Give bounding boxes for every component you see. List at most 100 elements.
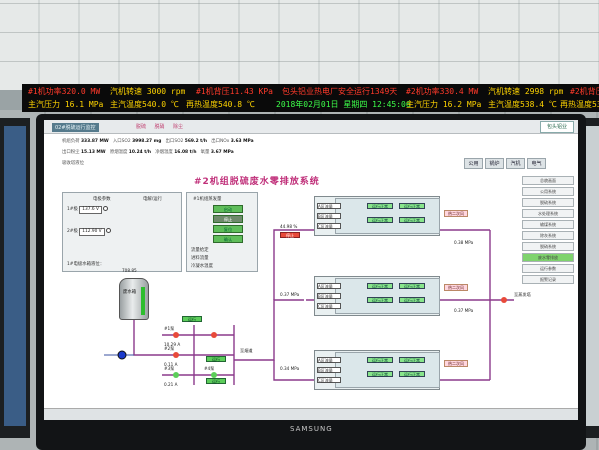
status-label: 出口SO2 xyxy=(165,139,184,144)
panel-footer: 1#电极水箱液位： xyxy=(67,262,105,267)
unit-run-button[interactable]: 运行正常 xyxy=(399,297,425,303)
ticker-unit2-steam-temp: 主汽温度538.4 ℃ xyxy=(488,100,557,109)
hot-air-box: 热二次风 xyxy=(444,360,468,367)
pump-label: #2泵 xyxy=(164,346,175,351)
status-dot[interactable] xyxy=(103,206,109,211)
unit-run-button[interactable]: 运行正常 xyxy=(399,371,425,377)
start-button[interactable]: 启动 xyxy=(213,205,243,213)
unit-flow-readout: B区流量 xyxy=(317,293,341,299)
unit-run-button[interactable]: 运行正常 xyxy=(399,203,425,209)
right-nav-item[interactable]: 报警记录 xyxy=(522,275,574,284)
treatment-unit: A区流量 B区流量 C区流量 运行正常 运行正常 运行正常 运行正常 xyxy=(314,350,440,390)
company-logo: 包头铝业 xyxy=(540,121,574,133)
panel-header: #1机组蒸发量 xyxy=(193,197,222,202)
nav-button-electric[interactable]: 电气 xyxy=(527,158,546,169)
outlet-valve-icon[interactable] xyxy=(501,297,507,303)
right-nav-item[interactable]: 输煤系统 xyxy=(522,220,574,229)
screen-titlebar: 02#脱硫运行监控 脱硫 脱硝 除尘 包头铝业 xyxy=(44,120,578,134)
stop-status-box[interactable]: 停止 xyxy=(280,232,300,238)
panel-row: 流量给定 xyxy=(191,248,209,253)
unit-flow-readout: C区流量 xyxy=(317,223,341,229)
stop-button[interactable]: 停止 xyxy=(213,215,243,223)
status-value: 569.2 t/h xyxy=(184,139,208,144)
status-label: 氧量 xyxy=(200,150,210,155)
right-nav-item-active[interactable]: 废水零排放 xyxy=(522,253,574,262)
pump-label: #1泵 xyxy=(164,326,175,331)
unit-run-button[interactable]: 运行正常 xyxy=(367,203,393,209)
row-label: 1#极 xyxy=(67,207,78,212)
right-nav-item[interactable]: 运行参数 xyxy=(522,264,574,273)
unit-run-button[interactable]: 运行正常 xyxy=(367,371,393,377)
nav-button-common[interactable]: 公用 xyxy=(464,158,483,169)
unit-flow-readout: A区流量 xyxy=(317,283,341,289)
inlet-pump-icon[interactable] xyxy=(117,350,127,360)
status-value: 16.08 t/h xyxy=(174,150,197,155)
ticker-unit1-power: #1机功率320.0 MW xyxy=(28,87,101,96)
reset-button[interactable]: 复位 xyxy=(213,225,243,233)
right-nav-item[interactable]: 水处理系统 xyxy=(522,209,574,218)
waste-water-tank: 废水箱 xyxy=(119,278,149,320)
status-label: 吸收塔液位 xyxy=(62,161,84,166)
valve-1-icon[interactable] xyxy=(173,332,179,338)
evaporation-panel: #1机组蒸发量 启动 停止 复位 确认 流量给定 进料流量 冷凝水温度 xyxy=(186,192,258,272)
station-label: 02#脱硫运行监控 xyxy=(52,123,99,132)
panel-header: 电解/运行 xyxy=(143,197,163,202)
run-status-box[interactable]: 运行 xyxy=(206,378,226,384)
unit-run-button[interactable]: 运行正常 xyxy=(399,357,425,363)
outlet-label: 至烟道 xyxy=(240,348,253,353)
electrode-readout: 112.90 V xyxy=(79,228,105,236)
nav-button-turbine[interactable]: 汽机 xyxy=(506,158,525,169)
pressure-label: 0.34 MPa xyxy=(280,366,300,371)
status-value: 15.13 MW xyxy=(80,150,106,155)
electrode-panel: 电极参数 电解/运行 1#极 137.6 V 2#极 112.90 V 1#电极… xyxy=(62,192,182,272)
right-nav-item[interactable]: 公用系统 xyxy=(522,187,574,196)
run-status-box[interactable]: 运行 xyxy=(182,316,202,322)
outlet-label: 至蒸发塔 xyxy=(514,292,531,297)
tab-dedusting[interactable]: 除尘 xyxy=(172,124,183,130)
confirm-button[interactable]: 确认 xyxy=(213,235,243,243)
valve-2-icon[interactable] xyxy=(173,352,179,358)
unit-run-button[interactable]: 运行正常 xyxy=(399,283,425,289)
unit-run-button[interactable]: 运行正常 xyxy=(399,217,425,223)
hot-air-box: 热二次风 xyxy=(444,284,468,291)
electrode-row: 2#极 112.90 V xyxy=(67,228,112,236)
unit-run-button[interactable]: 运行正常 xyxy=(367,297,393,303)
ticker-unit2-reheat-temp: 再热温度538 xyxy=(560,100,599,109)
status-line-1: 机组负荷 333.87 MW 入口SO2 3998.27 mg 出口SO2 56… xyxy=(62,138,254,144)
valve-3-icon[interactable] xyxy=(173,372,179,378)
valve-4-icon[interactable] xyxy=(211,332,217,338)
tab-desulfurization[interactable]: 脱硫 xyxy=(136,124,147,130)
right-nav-item[interactable]: 脱硫系统 xyxy=(522,198,574,207)
unit-flow-readout: C区流量 xyxy=(317,303,341,309)
ticker-unit2-power: #2机功率330.4 MW xyxy=(406,87,479,96)
unit-flow-readout: B区流量 xyxy=(317,213,341,219)
nav-buttons: 公用锅炉汽机电气 xyxy=(464,158,548,169)
right-navigation: 总貌画面 公用系统 脱硫系统 水处理系统 输煤系统 除灰系统 脱硝系统 废水零排… xyxy=(522,176,574,286)
right-nav-item[interactable]: 总貌画面 xyxy=(522,176,574,185)
monitor-brand: SAMSUNG xyxy=(290,425,333,433)
panel-header: 电极参数 xyxy=(93,197,111,202)
right-nav-item[interactable]: 脱硝系统 xyxy=(522,242,574,251)
run-status-box[interactable]: 运行 xyxy=(206,356,226,362)
row-label: 2#极 xyxy=(67,229,78,234)
tank-label: 废水箱 xyxy=(123,290,137,295)
pump-label: #4泵 xyxy=(204,366,215,371)
unit-run-button[interactable]: 运行正常 xyxy=(367,283,393,289)
status-strip: 机组负荷 333.87 MW 入口SO2 3998.27 mg 出口SO2 56… xyxy=(62,138,462,170)
status-label: 原烟温度 xyxy=(109,150,128,155)
pressure-label: 0.37 MPa xyxy=(280,292,300,297)
taskbar xyxy=(44,408,578,420)
tab-denitrification[interactable]: 脱硝 xyxy=(154,124,165,130)
unit-flow-readout: C区流量 xyxy=(317,377,341,383)
nav-button-boiler[interactable]: 锅炉 xyxy=(485,158,504,169)
right-nav-item[interactable]: 除灰系统 xyxy=(522,231,574,240)
unit-run-button[interactable]: 运行正常 xyxy=(367,357,393,363)
current-label: 0.21 A xyxy=(164,382,178,387)
current-label: 10.29 A xyxy=(164,342,181,347)
status-dot[interactable] xyxy=(106,228,112,233)
left-side-monitor xyxy=(0,118,30,438)
tank-level-bar xyxy=(141,287,145,315)
unit-run-button[interactable]: 运行正常 xyxy=(367,217,393,223)
valve-5-icon[interactable] xyxy=(211,372,217,378)
status-label: 出口NOx xyxy=(211,139,230,144)
